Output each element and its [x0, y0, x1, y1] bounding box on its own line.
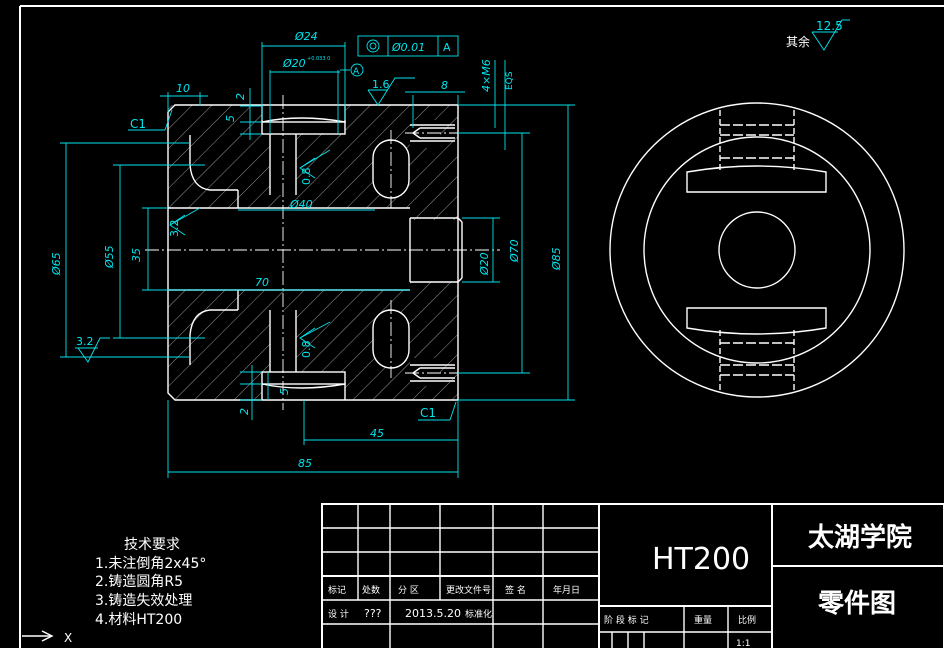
- hdr-zone: 分 区: [398, 585, 419, 596]
- drawing-name: 零件图: [818, 589, 896, 619]
- svg-text:3.2: 3.2: [168, 220, 181, 238]
- svg-text:0.8: 0.8: [300, 341, 313, 359]
- roughness-32-bore: 3.2: [168, 207, 201, 238]
- dim-len5-bottom: 5: [278, 388, 291, 395]
- dim-len70: 70: [255, 276, 269, 289]
- roughness-08-top: 0.8: [299, 149, 331, 186]
- dim-d20-top-tolerance: +0.033 0: [307, 56, 330, 62]
- dim-len35: 35: [130, 248, 143, 262]
- dim-d85: Ø85: [550, 247, 563, 271]
- side-view: [609, 102, 905, 398]
- hdr-date: 年月日: [553, 584, 580, 596]
- hdr-count: 处数: [362, 584, 380, 596]
- drawing-frame: [19, 5, 944, 648]
- dim-len10: 10: [176, 82, 190, 95]
- roughness-rest: 其余 12.5: [786, 19, 850, 51]
- technical-requirements: 技术要求 1.未注倒角2x45° 2.铸造圆角R5 3.铸造失效处理 4.材料H…: [95, 537, 206, 628]
- dim-d20-side: Ø20: [478, 252, 491, 276]
- svg-text:12.5: 12.5: [816, 19, 843, 33]
- datum-label: A: [353, 67, 360, 77]
- tolerance-value: Ø0.01: [391, 41, 425, 54]
- designer: ???: [364, 607, 382, 620]
- roughness-16: 1.6: [367, 77, 415, 106]
- section-view: [145, 95, 510, 410]
- hdr-change-doc: 更改文件号: [446, 584, 491, 596]
- hdr-mark: 标记: [328, 584, 346, 596]
- dim-len85: 85: [298, 457, 312, 470]
- dim-d40: Ø40: [289, 198, 313, 211]
- hdr-sign: 签 名: [505, 584, 526, 596]
- dim-thread: 4×M6: [480, 59, 493, 92]
- notes-title: 技术要求: [124, 537, 180, 553]
- threaded-hole-top: [410, 124, 455, 142]
- threaded-hole-bottom: [410, 364, 455, 382]
- dim-len8: 8: [441, 79, 448, 92]
- dim-len5-top: 5: [224, 115, 237, 122]
- dim-d65: Ø65: [50, 252, 63, 276]
- title-block: 标记 处数 分 区 更改文件号 签 名 年月日 设 计 ??? 2013.5.2…: [321, 503, 944, 648]
- svg-text:1.6: 1.6: [372, 78, 390, 91]
- design-label: 设 计: [328, 608, 349, 620]
- datum-marker: [350, 63, 364, 77]
- design-date: 2013.5.20: [405, 607, 461, 620]
- chamfer-labels: C1 C1: [128, 109, 457, 421]
- dim-len2-bottom: 2: [238, 408, 251, 415]
- geometric-tolerance-frame: Ø0.01 A A: [340, 35, 459, 77]
- dim-d70: Ø70: [508, 239, 521, 263]
- note-1: 1.未注倒角2x45°: [95, 556, 206, 572]
- chamfer-top-left: C1: [130, 117, 146, 131]
- section-hatch: [168, 105, 458, 400]
- svg-text:0.8: 0.8: [300, 168, 313, 186]
- stage-header: 阶 段 标 记: [604, 614, 649, 626]
- note-2: 2.铸造圆角R5: [95, 574, 183, 590]
- scale-value: 1:1: [736, 639, 750, 648]
- ucs-marker: X: [22, 630, 72, 645]
- concentricity-icon: [366, 39, 380, 53]
- dim-len2-top: 2: [234, 93, 247, 100]
- roughness-32-left: 3.2: [75, 335, 110, 363]
- scale-header: 比例: [738, 614, 756, 626]
- roughness-08-bottom: 0.8: [299, 321, 331, 359]
- note-3: 3.铸造失效处理: [95, 593, 192, 609]
- weight-header: 重量: [694, 614, 712, 626]
- dim-d55: Ø55: [103, 245, 116, 269]
- note-4: 4.材料HT200: [95, 612, 182, 628]
- tolerance-datum: A: [443, 41, 451, 54]
- material: HT200: [652, 542, 750, 577]
- dim-len45: 45: [370, 427, 384, 440]
- roughness-symbols: 1.6 0.8 0.8 3.2 3.2 其余 12.5: [75, 19, 850, 363]
- dim-d20-top: Ø20: [282, 57, 306, 70]
- dim-d24: Ø24: [294, 30, 318, 43]
- std-label: 标准化: [465, 608, 492, 620]
- x-axis-label: X: [64, 631, 72, 645]
- school-name: 太湖学院: [808, 522, 912, 553]
- svg-text:3.2: 3.2: [76, 335, 94, 348]
- dimensions: Ø24 Ø20 +0.033 0 10 2 5 8 4×M6 EQS Ø65: [50, 30, 575, 478]
- chamfer-bottom-right: C1: [420, 406, 436, 420]
- dim-eqs: EQS: [505, 71, 515, 90]
- svg-text:其余: 其余: [786, 34, 810, 49]
